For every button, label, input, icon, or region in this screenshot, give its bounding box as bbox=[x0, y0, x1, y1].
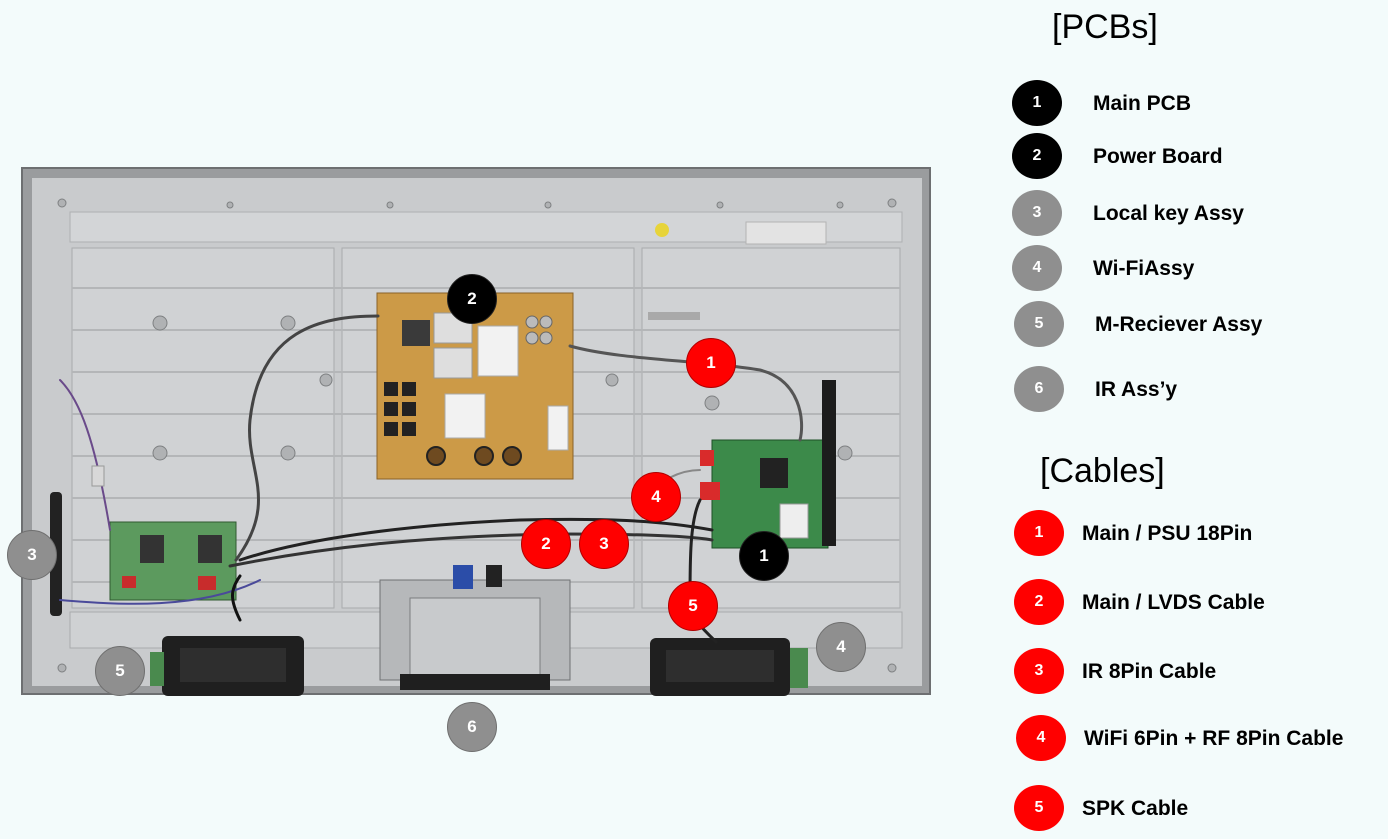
main-pcb bbox=[700, 380, 836, 549]
legend-pcb-badge: 6 bbox=[1014, 366, 1064, 412]
marker-cable-1[interactable]: 1 bbox=[686, 338, 736, 388]
legend-pcb-label: Power Board bbox=[1093, 145, 1223, 168]
marker-pcb-4[interactable]: 4 bbox=[816, 622, 866, 672]
legend-cable-badge: 4 bbox=[1016, 715, 1066, 761]
legend-cable-badge: 2 bbox=[1014, 579, 1064, 625]
cable-tape bbox=[91, 465, 105, 487]
legend-cable-label: Main / LVDS Cable bbox=[1082, 591, 1265, 614]
marker-cable-3[interactable]: 3 bbox=[579, 519, 629, 569]
legend-cable-label: WiFi 6Pin + RF 8Pin Cable bbox=[1084, 727, 1344, 750]
legend-pcb-badge: 1 bbox=[1012, 80, 1062, 126]
marker-pcb-1[interactable]: 1 bbox=[739, 531, 789, 581]
barcode-sticker bbox=[648, 312, 700, 320]
legend-cable-badge: 5 bbox=[1014, 785, 1064, 831]
screws bbox=[57, 198, 897, 673]
warning-sticker bbox=[655, 223, 669, 237]
marker-cable-4[interactable]: 4 bbox=[631, 472, 681, 522]
tcon-bracket bbox=[379, 565, 571, 690]
marker-pcb-3[interactable]: 3 bbox=[7, 530, 57, 580]
legend-cable-label: IR 8Pin Cable bbox=[1082, 660, 1217, 683]
marker-pcb-2[interactable]: 2 bbox=[447, 274, 497, 324]
legend-pcb-label: Wi-FiAssy bbox=[1093, 257, 1195, 280]
marker-pcb-5[interactable]: 5 bbox=[95, 646, 145, 696]
speaker-right bbox=[650, 638, 790, 696]
cables-title: [Cables] bbox=[1040, 452, 1165, 490]
legend-cable-label: Main / PSU 18Pin bbox=[1082, 522, 1253, 545]
legend-pcb-label: IR Ass’y bbox=[1095, 378, 1178, 401]
local-key-board bbox=[109, 521, 237, 601]
legend-pcb-badge: 2 bbox=[1012, 133, 1062, 179]
legend-pcb-badge: 4 bbox=[1012, 245, 1062, 291]
legend-cable-label: SPK Cable bbox=[1082, 797, 1189, 820]
m-receiver-board bbox=[150, 652, 164, 686]
marker-pcb-6[interactable]: 6 bbox=[447, 702, 497, 752]
legend-pcb-badge: 3 bbox=[1012, 190, 1062, 236]
legend-pcb-label: Main PCB bbox=[1093, 92, 1192, 115]
legend-pcb-label: Local key Assy bbox=[1093, 202, 1244, 225]
legend-cable-badge: 1 bbox=[1014, 510, 1064, 556]
legend-pcb-badge: 5 bbox=[1014, 301, 1064, 347]
marker-cable-2[interactable]: 2 bbox=[521, 519, 571, 569]
legend-cable-badge: 3 bbox=[1014, 648, 1064, 694]
marker-cable-5[interactable]: 5 bbox=[668, 581, 718, 631]
pcbs-title: [PCBs] bbox=[1052, 8, 1158, 46]
label-sticker bbox=[745, 221, 827, 245]
legend-pcb-label: M-Reciever Assy bbox=[1095, 313, 1263, 336]
speaker-left bbox=[162, 636, 304, 696]
wifi-board bbox=[790, 648, 808, 688]
power-board bbox=[376, 292, 574, 480]
